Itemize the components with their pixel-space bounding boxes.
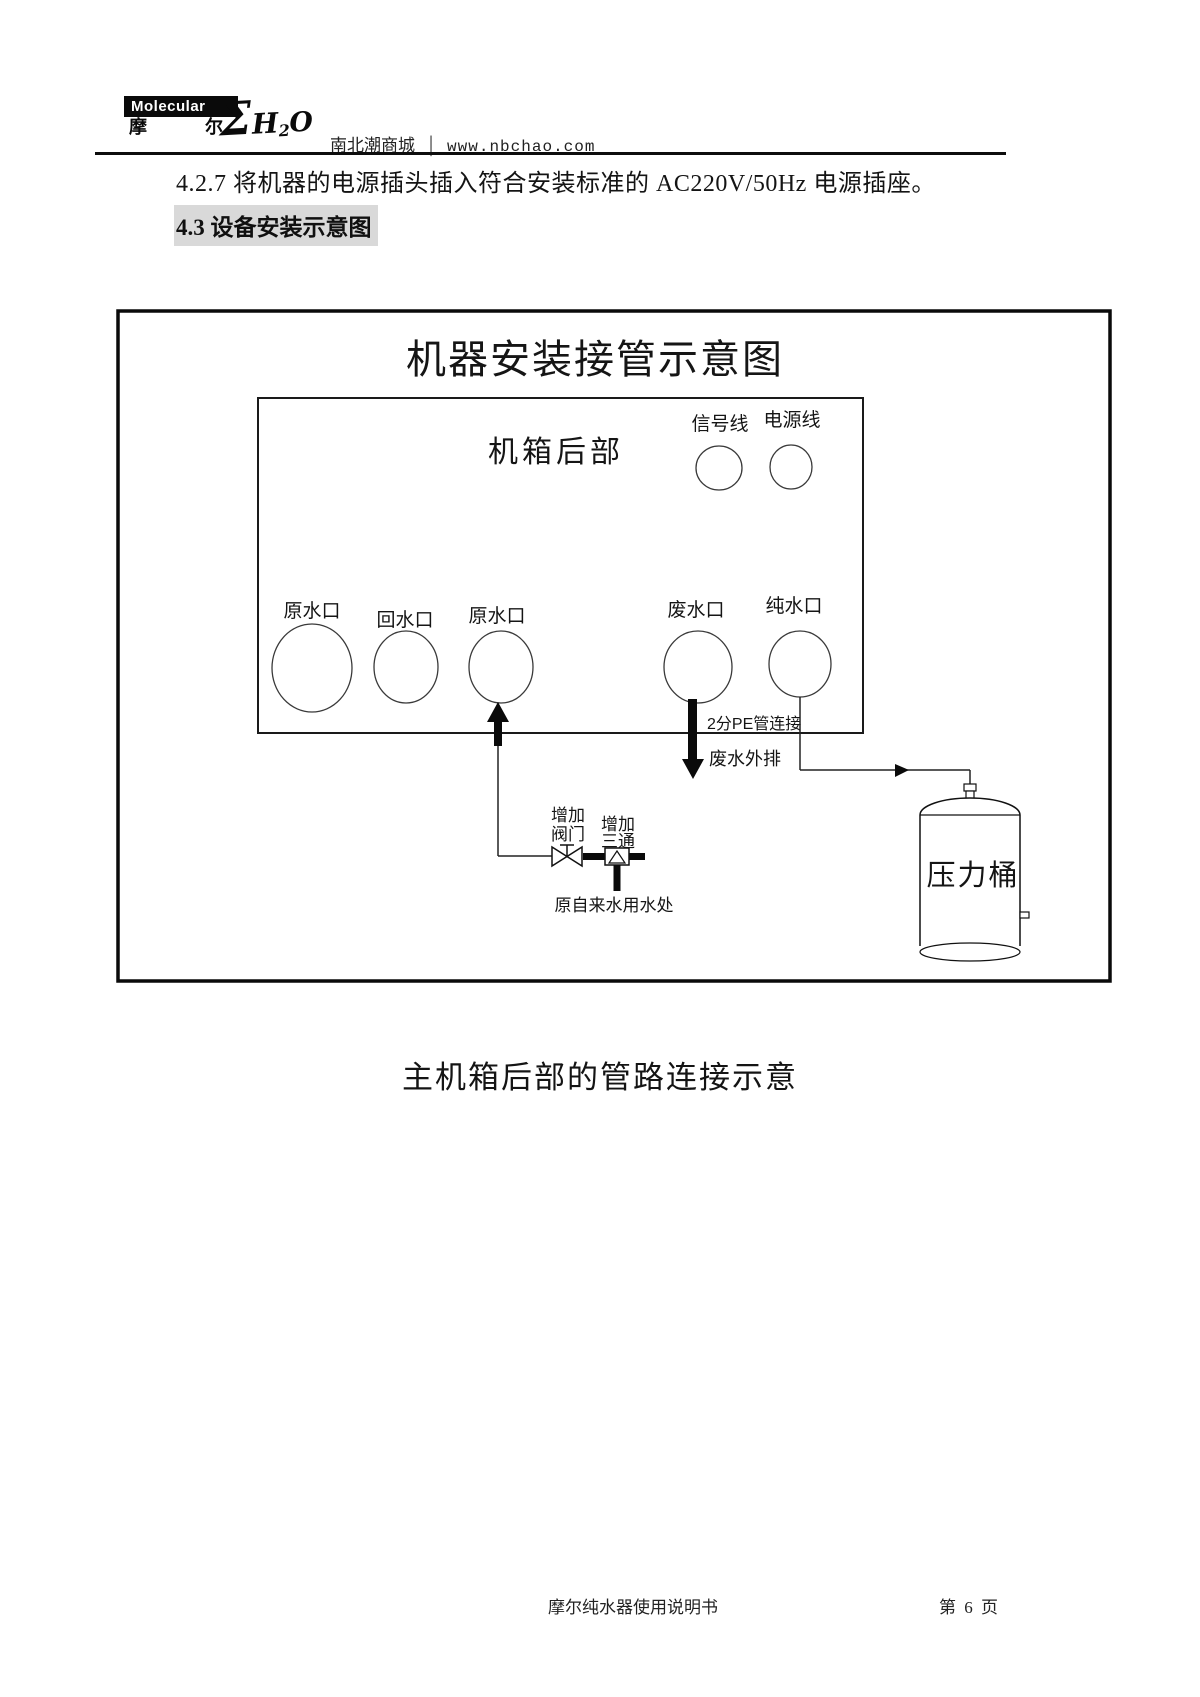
pure-water-port-label: 纯水口 <box>765 595 822 617</box>
footer-page-number: 第 6 页 <box>939 1598 1000 1617</box>
signal-line-hole <box>695 445 743 491</box>
pe-pipe-label: 2分PE管连接 <box>707 715 801 733</box>
waste-water-port-hole <box>663 630 733 704</box>
pressure-tank-label: 压力桶 <box>926 859 1019 892</box>
brand-cn-char-1: 摩 <box>129 117 147 137</box>
pressure-tank <box>919 797 1030 962</box>
brand-name-chinese: 摩 尔 <box>129 113 223 139</box>
brand-name: Molecular <box>131 98 206 115</box>
diagram-caption: 主机箱后部的管路连接示意 <box>402 1060 798 1095</box>
pure-water-pipe <box>799 697 971 784</box>
raw-water-port-1-label: 原水口 <box>283 600 340 622</box>
return-water-port-hole <box>373 630 439 704</box>
formula-o: O <box>288 106 314 139</box>
sigma-glyph: Σ <box>217 90 253 147</box>
formula-h: H <box>251 106 280 141</box>
power-line-hole <box>769 444 813 490</box>
tee-icon <box>583 847 645 891</box>
signal-line-label: 信号线 <box>691 413 748 435</box>
waste-drain-label: 废水外排 <box>709 749 781 769</box>
power-line-label: 电源线 <box>763 409 820 431</box>
separator-bar: │ <box>425 136 438 155</box>
brand-logo-bar: Molecular <box>124 96 238 117</box>
brand-formula-logo: ΣH2O <box>217 90 314 147</box>
cabinet-rear-box <box>257 397 864 734</box>
pure-water-port-hole <box>768 630 832 698</box>
site-name: 南北潮商城 <box>330 136 415 155</box>
brand-cn-char-2: 尔 <box>205 117 223 137</box>
inlet-feed-arrow <box>487 702 509 746</box>
waste-drain-arrow <box>682 699 704 779</box>
return-water-port-label: 回水口 <box>376 609 433 631</box>
tank-inlet-fitting <box>963 783 977 800</box>
waste-water-port-label: 废水口 <box>667 599 724 621</box>
step-4-2-7-text: 4.2.7 将机器的电源插头插入符合安装标准的 AC220V/50Hz 电源插座… <box>176 171 936 197</box>
header-site-line: 南北潮商城 │ www.nbchao.com <box>330 131 595 156</box>
tap-water-source-label: 原自来水用水处 <box>555 896 674 915</box>
valve-icon <box>551 844 583 868</box>
add-valve-label-line2: 阀门 <box>551 825 585 844</box>
installation-diagram: 机器安装接管示意图 机箱后部 信号线 电源线 原水口 回水口 原水口 废水口 纯… <box>116 309 1112 983</box>
add-tee-label-line1: 增加 <box>601 815 635 834</box>
header-rule <box>95 152 1006 155</box>
add-valve-label-line1: 增加 <box>551 806 585 825</box>
tank-side-nipple <box>1019 911 1030 919</box>
cabinet-rear-label: 机箱后部 <box>488 436 624 469</box>
footer-doc-title: 摩尔纯水器使用说明书 <box>548 1598 718 1617</box>
diagram-title: 机器安装接管示意图 <box>406 338 784 382</box>
add-tee-label-line2: 三通 <box>601 832 635 851</box>
raw-water-port-2-label: 原水口 <box>468 605 525 627</box>
section-4-3-heading: 4.3 设备安装示意图 <box>174 205 378 246</box>
site-url: www.nbchao.com <box>447 138 596 156</box>
raw-water-port-1-hole <box>271 623 353 713</box>
raw-water-port-2-hole <box>468 630 534 704</box>
